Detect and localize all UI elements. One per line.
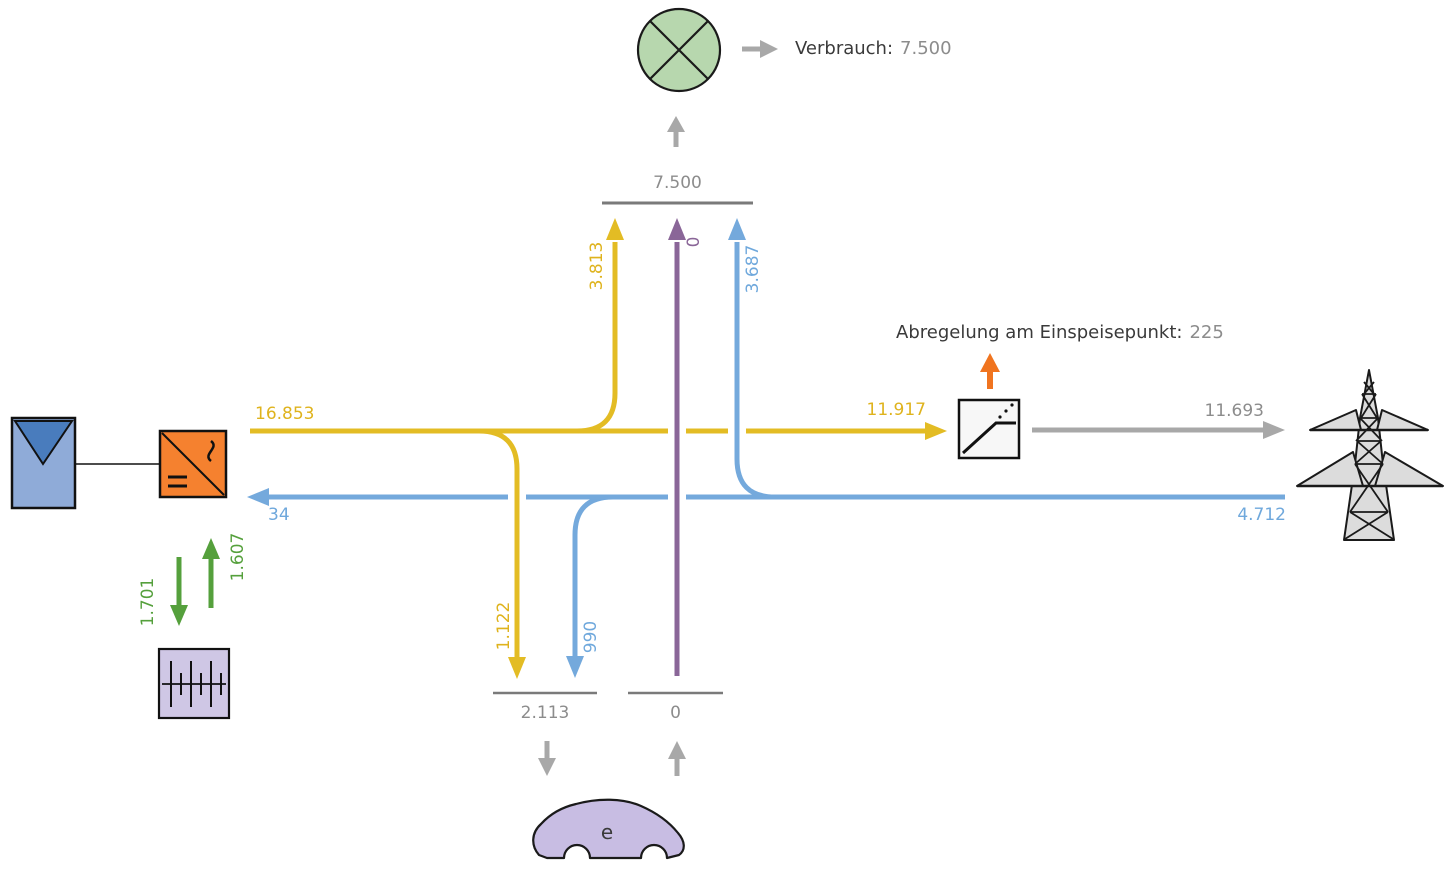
ev-flow — [668, 218, 686, 676]
abregelung-value: 225 — [1189, 322, 1224, 343]
pv-flow-arrowheads — [508, 218, 947, 679]
grid-to-ev-label: 990 — [581, 620, 601, 654]
pv-to-consumption-line — [576, 242, 618, 434]
consumption-icon — [636, 7, 722, 93]
curtailment-arrow-icon — [980, 353, 1000, 389]
grid-flow-arrowheads — [247, 218, 746, 678]
ev-badge-label: e — [600, 820, 614, 844]
ev-consumption-arrowhead — [668, 218, 686, 240]
grid-ev-arrowhead — [566, 656, 584, 678]
pv-to-consumption-label: 3.813 — [587, 241, 607, 291]
ev-charge-arrow-icon — [538, 741, 556, 776]
consumption-output-arrow-icon — [742, 40, 778, 58]
consumption-supply-arrow-icon — [667, 116, 685, 147]
feed-in-arrow — [1032, 421, 1285, 439]
abregelung-title: Abregelung am Einspeisepunkt: — [896, 322, 1183, 343]
battery-icon — [157, 647, 231, 720]
curtailment-limiter-icon — [957, 398, 1021, 460]
feed-in-after-limit-label: 11.693 — [1204, 401, 1264, 421]
ac-tilde-glyph — [207, 440, 215, 462]
pv-flow — [250, 242, 927, 657]
ev-charge-bus-total-label: 2.113 — [520, 703, 570, 723]
verbrauch-title: Verbrauch: — [795, 38, 894, 59]
grid-to-consumption-line — [734, 242, 776, 500]
ev-discharge-arrow-icon — [668, 741, 686, 776]
grid-flow — [269, 242, 1285, 656]
verbrauch-label: Verbrauch: 7.500 — [795, 38, 952, 60]
grid-to-consumption-label: 3.687 — [743, 244, 763, 294]
pv-feed-arrowhead — [925, 422, 947, 440]
pv-ev-arrowhead — [508, 657, 526, 679]
ev-discharge-bus-total-label: 0 — [670, 703, 681, 723]
verbrauch-value: 7.500 — [900, 38, 952, 59]
battery-discharge-label: 1.607 — [228, 532, 248, 582]
pv-to-ev-line — [478, 428, 520, 657]
pv-generation-label: 16.853 — [255, 404, 315, 424]
abregelung-label: Abregelung am Einspeisepunkt: 225 — [896, 322, 1224, 344]
grid-to-ev-line — [572, 494, 614, 656]
grid-to-inverter-label: 34 — [268, 505, 290, 525]
pv-consumption-arrowhead — [606, 218, 624, 240]
battery-discharge-arrow-icon — [202, 538, 220, 608]
inverter-icon — [158, 429, 228, 499]
grid-import-label: 4.712 — [1237, 505, 1286, 525]
grid-tower-icon — [1296, 369, 1444, 541]
dc-equals-glyph — [168, 475, 187, 488]
battery-charge-label: 1.701 — [138, 577, 158, 627]
pv-to-ev-label: 1.122 — [494, 601, 514, 651]
solar-panel-icon — [10, 416, 77, 510]
grid-consumption-arrowhead — [728, 218, 746, 240]
grid-inverter-arrowhead — [247, 488, 269, 506]
ev-car-icon — [532, 798, 685, 860]
battery-charge-arrow-icon — [170, 557, 188, 626]
ev-to-consumption-label: 0 — [684, 236, 704, 248]
consumption-bus-total-label: 7.500 — [653, 173, 702, 193]
feed-in-before-limit-label: 11.917 — [866, 400, 926, 420]
